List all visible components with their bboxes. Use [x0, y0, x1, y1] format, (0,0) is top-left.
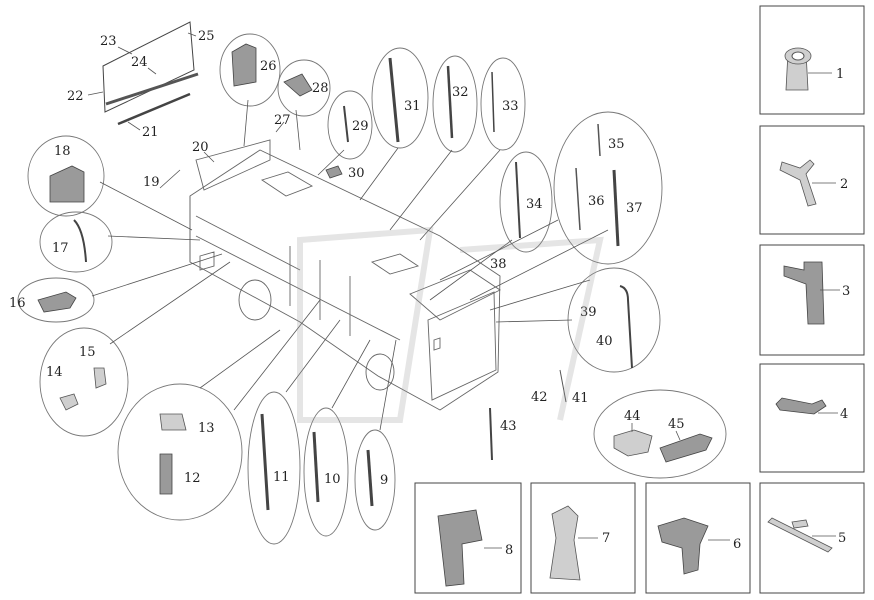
label-3: 3 [842, 284, 850, 299]
label-45: 45 [668, 417, 685, 432]
label-40: 40 [596, 334, 613, 349]
label-23: 23 [100, 34, 117, 49]
part-28-group: 28 27 [274, 59, 331, 128]
label-12: 12 [184, 471, 201, 486]
label-20: 20 [192, 140, 209, 155]
label-15: 15 [79, 345, 96, 360]
part-11-group: 11 [247, 391, 301, 545]
label-41: 41 [572, 391, 589, 406]
label-43: 43 [500, 419, 517, 434]
parts-14-15-group: 14 15 [39, 327, 129, 437]
label-35: 35 [608, 137, 625, 152]
label-18: 18 [54, 144, 71, 159]
part-31-group: 31 [371, 47, 429, 149]
label-36: 36 [588, 194, 605, 209]
label-1: 1 [836, 67, 844, 82]
part-29-group: 29 [327, 90, 373, 160]
label-30: 30 [348, 166, 365, 181]
part-26-group: 26 [219, 33, 281, 107]
label-39: 39 [580, 305, 597, 320]
parts-39-40-group: 39 40 [567, 267, 661, 373]
label-34: 34 [526, 197, 543, 212]
label-2: 2 [840, 177, 848, 192]
windshield-group: 23 24 25 22 21 [67, 21, 215, 140]
label-21: 21 [142, 125, 159, 140]
leader-lines [91, 99, 609, 431]
label-17: 17 [52, 241, 69, 256]
label-22: 22 [67, 89, 84, 104]
label-26: 26 [260, 59, 277, 74]
label-11: 11 [273, 470, 290, 485]
labels-19-20: 19 20 [143, 140, 209, 190]
label-10: 10 [324, 472, 341, 487]
bus-body [189, 139, 501, 411]
part-32-group: 32 [432, 55, 478, 153]
parts-12-13-group: 13 12 [117, 383, 243, 521]
part-17-group: 17 [39, 211, 113, 273]
label-33: 33 [502, 99, 519, 114]
label-28: 28 [312, 81, 329, 96]
label-42: 42 [531, 390, 548, 405]
label-7: 7 [602, 531, 610, 546]
detail-box-6: 6 [645, 482, 751, 594]
label-24: 24 [131, 55, 148, 70]
label-44: 44 [624, 409, 641, 424]
label-19: 19 [143, 175, 160, 190]
label-8: 8 [505, 543, 513, 558]
label-31: 31 [404, 99, 421, 114]
label-38: 38 [490, 257, 507, 272]
detail-box-7: 7 [530, 482, 636, 594]
detail-box-5: 5 [759, 482, 865, 594]
label-6: 6 [733, 537, 741, 552]
part-30-group: 30 [325, 165, 365, 181]
detail-box-4: 4 [759, 363, 865, 473]
labels-38-41-43: 38 41 42 43 [489, 257, 589, 461]
parts-35-37-group: 35 36 37 [553, 111, 663, 265]
label-27: 27 [274, 113, 291, 128]
detail-box-3: 3 [759, 244, 865, 356]
label-13: 13 [198, 421, 215, 436]
detail-box-1: 1 [759, 5, 865, 115]
label-4: 4 [840, 407, 848, 422]
label-32: 32 [452, 85, 469, 100]
part-16-group: 16 [9, 277, 95, 323]
detail-box-8: 8 [414, 482, 522, 594]
label-29: 29 [352, 119, 369, 134]
part-34-group: 34 [499, 151, 553, 253]
part-33-group: 33 [480, 57, 526, 151]
parts-44-45-group: 44 45 [593, 389, 727, 479]
part-10-group: 10 [303, 407, 349, 537]
label-5: 5 [838, 531, 846, 546]
label-9: 9 [380, 473, 388, 488]
label-14: 14 [46, 365, 63, 380]
label-16: 16 [9, 296, 26, 311]
label-37: 37 [626, 201, 643, 216]
watermark [297, 226, 604, 423]
label-25: 25 [198, 29, 215, 44]
part-9-group: 9 [354, 429, 396, 531]
detail-box-2: 2 [759, 125, 865, 235]
part-18-group: 18 [27, 135, 105, 217]
